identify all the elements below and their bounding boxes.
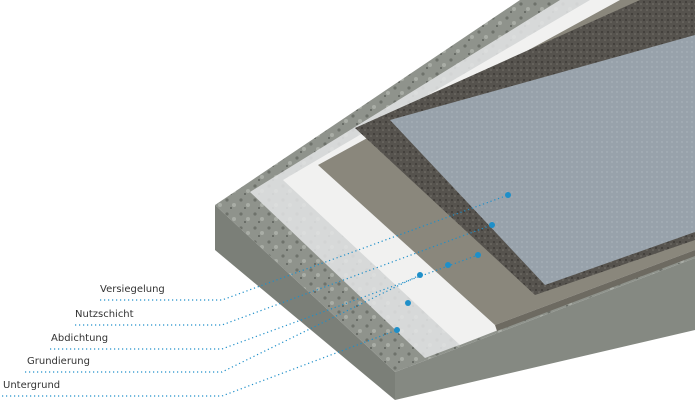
label-grundierung: Grundierung — [27, 356, 90, 367]
leader-versiegelung — [100, 194, 509, 301]
marker-dot — [475, 252, 481, 258]
leader-abdichtung — [50, 254, 479, 350]
label-versiegelung: Versiegelung — [100, 284, 165, 295]
label-untergrund: Untergrund — [3, 380, 61, 391]
layer-versiegelung — [390, 35, 695, 285]
label-abdichtung: Abdichtung — [51, 333, 109, 344]
label-nutzschicht: Nutzschicht — [75, 309, 134, 320]
leader-grundierung — [25, 274, 421, 373]
marker-dot — [394, 327, 400, 333]
layer-untergrund-end-face — [215, 205, 395, 400]
marker-dot — [405, 300, 411, 306]
marker-dot — [489, 222, 495, 228]
marker-dot — [417, 272, 423, 278]
marker-dot — [445, 262, 451, 268]
leader-nutzschicht — [75, 224, 493, 326]
marker-dot — [505, 192, 511, 198]
layer-untergrund-front-face — [395, 258, 695, 400]
leader-untergrund — [2, 329, 398, 397]
